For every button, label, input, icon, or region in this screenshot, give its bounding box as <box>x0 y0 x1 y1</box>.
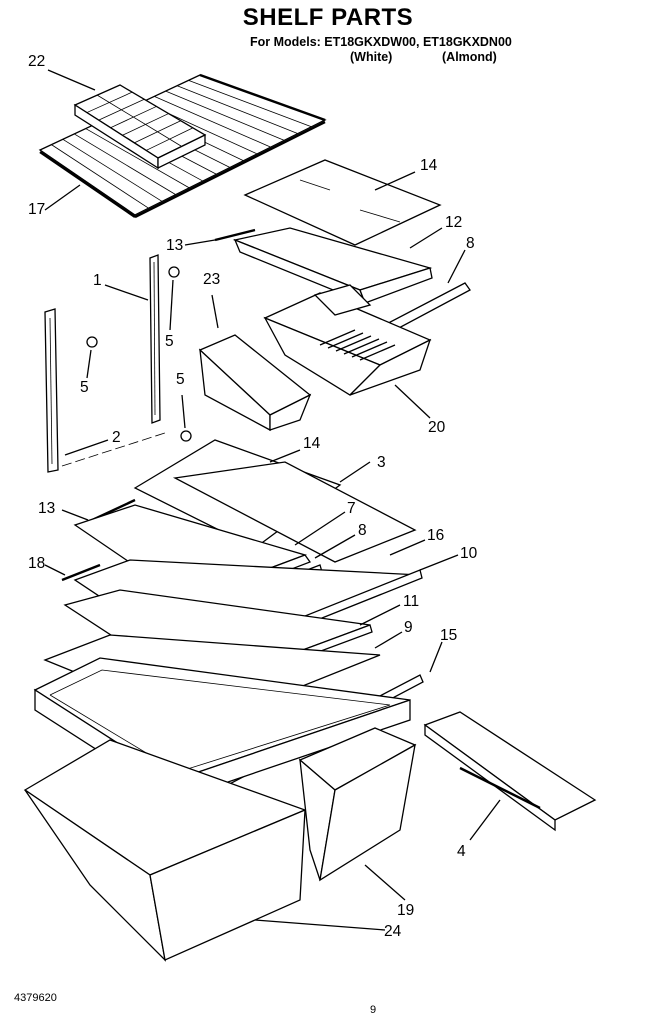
glass-shelf-14-top <box>243 159 442 246</box>
shelf-frame-12 <box>232 227 433 305</box>
callout-8: 8 <box>466 235 475 252</box>
page-number: 9 <box>370 1004 377 1016</box>
shelf-3 <box>172 461 417 563</box>
drawing-line <box>165 90 285 141</box>
crisper-drawer-24 <box>23 739 307 962</box>
callout-15: 15 <box>440 627 458 644</box>
rail-2 <box>44 308 59 473</box>
callout-23: 23 <box>203 271 221 288</box>
drawing-line <box>319 329 356 346</box>
variant-almond: (Almond) <box>442 50 497 64</box>
drawing-line <box>359 344 396 361</box>
callout-8: 8 <box>358 522 367 539</box>
callout-9: 9 <box>404 619 413 636</box>
drawing-line <box>176 85 299 134</box>
drawing-line <box>51 144 149 209</box>
drawing-line <box>154 96 271 148</box>
callout-3: 3 <box>377 454 386 471</box>
trim-13-top <box>214 228 256 242</box>
callout-24: 24 <box>384 923 402 940</box>
callout-12: 12 <box>445 214 463 231</box>
callout-11: 11 <box>403 593 420 610</box>
door-bin-23 <box>198 334 312 432</box>
callout-20: 20 <box>428 419 446 436</box>
drawing-line <box>62 138 163 202</box>
models-line: For Models: ET18GKXDW00, ET18GKXDN00 <box>250 35 512 49</box>
drawing-line <box>327 332 364 349</box>
egg-tray-22 <box>73 84 207 170</box>
callout-7: 7 <box>347 500 356 517</box>
page-title: SHELF PARTS <box>242 4 414 31</box>
variant-white: (White) <box>350 50 393 64</box>
leader-lines <box>44 69 501 931</box>
callout-1: 1 <box>93 272 102 289</box>
callout-5: 5 <box>80 379 89 396</box>
document-number: 4379620 <box>14 992 57 1004</box>
drawing-line <box>343 338 380 355</box>
callout-14: 14 <box>303 435 321 452</box>
callout-2: 2 <box>112 429 121 446</box>
callout-13: 13 <box>38 500 56 517</box>
screw-5 <box>86 266 192 442</box>
drawing-line <box>335 335 372 352</box>
drawing-line <box>96 94 182 147</box>
drawing-line <box>85 128 190 189</box>
drawing-line <box>188 79 312 128</box>
callout-16: 16 <box>427 527 445 544</box>
callout-19: 19 <box>397 902 415 919</box>
trim-18 <box>61 563 101 582</box>
drawing-line <box>351 341 388 358</box>
callout-10: 10 <box>460 545 478 562</box>
callout-13: 13 <box>166 237 184 254</box>
meat-pan-20 <box>263 284 432 396</box>
callout-22: 22 <box>28 53 46 70</box>
callout-14: 14 <box>420 157 438 174</box>
callout-18: 18 <box>28 555 46 572</box>
callout-17: 17 <box>28 201 46 218</box>
drawing-line <box>39 149 136 216</box>
crisper-drawer-19 <box>298 727 417 882</box>
callout-5: 5 <box>176 371 185 388</box>
shelf-support-4 <box>423 711 597 832</box>
callout-5: 5 <box>165 333 174 350</box>
drawing-line <box>74 133 176 195</box>
callout-4: 4 <box>457 843 466 860</box>
rail-1 <box>149 254 161 424</box>
